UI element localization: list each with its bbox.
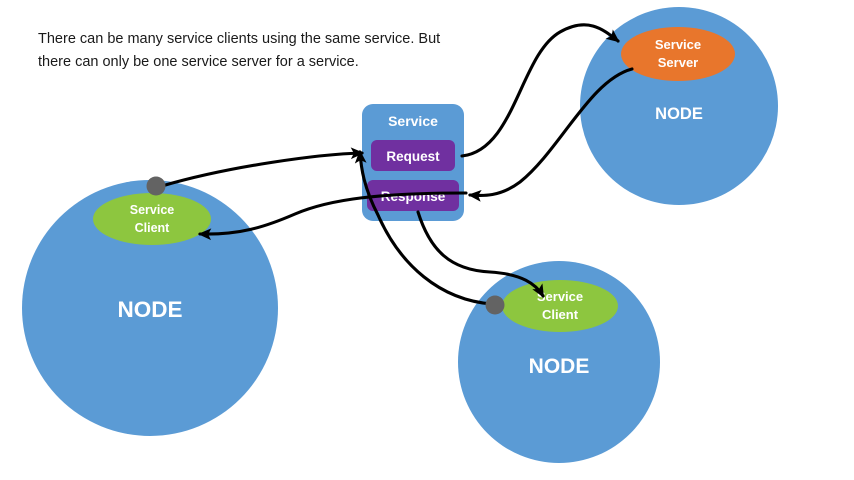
request-label: Request (386, 149, 440, 164)
service-server-ellipse (621, 27, 735, 81)
service-client-ellipse (502, 280, 618, 332)
edge-bottomclient-to-request (354, 149, 494, 306)
node-circle (22, 180, 278, 436)
service-server-label-line1: Service (655, 37, 701, 52)
node-label: NODE (117, 297, 182, 322)
service-title: Service (388, 113, 438, 129)
request-box-body (371, 140, 455, 171)
caption-text: There can be many service clients using … (38, 31, 441, 71)
connector-dot-left-client[interactable] (146, 176, 166, 196)
service-server[interactable]: Service Server (621, 27, 735, 81)
service-client-bottom[interactable]: Service Client (502, 280, 618, 332)
service-box[interactable]: Service Request Response (362, 104, 464, 221)
service-client-ellipse (93, 193, 211, 245)
node-label: NODE (529, 355, 590, 378)
edge-server-to-response (467, 67, 634, 202)
service-client-label-line2: Client (135, 221, 171, 235)
node-client-left[interactable]: NODE (22, 180, 278, 436)
service-client-left[interactable]: Service Client (93, 193, 211, 245)
connector-dot-bottom-client[interactable] (485, 295, 505, 315)
edge-request-to-server (460, 23, 620, 158)
request-box[interactable]: Request (371, 140, 455, 171)
node-label: NODE (655, 105, 703, 123)
edge-leftclient-to-request (160, 147, 365, 188)
service-client-label-line1: Service (130, 203, 175, 217)
service-server-label-line2: Server (658, 55, 698, 70)
service-client-label-line2: Client (542, 307, 579, 322)
edge-response-to-bottomclient (416, 210, 545, 298)
service-client-label-line1: Service (537, 289, 583, 304)
edge-response-to-leftclient (197, 191, 468, 241)
